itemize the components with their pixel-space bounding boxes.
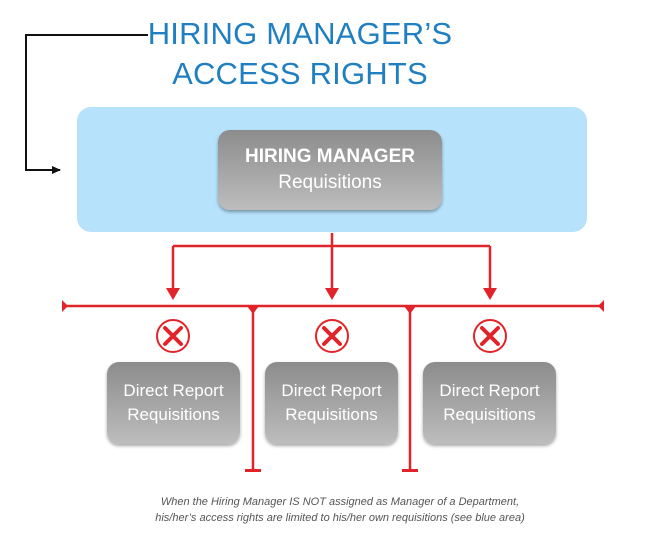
arrowhead-middle bbox=[325, 288, 339, 300]
direct-report-1-line1: Direct Report bbox=[123, 381, 224, 400]
direct-report-3-line2: Requisitions bbox=[443, 405, 536, 424]
direct-report-box-2: Direct Report Requisitions bbox=[265, 362, 398, 444]
hiring-manager-requisitions-box: HIRING MANAGER Requisitions bbox=[218, 130, 442, 210]
hiring-manager-label: HIRING MANAGER bbox=[245, 146, 415, 167]
title-line-2: ACCESS RIGHTS bbox=[172, 56, 428, 91]
caption-line-2: his/her’s access rights are limited to h… bbox=[155, 512, 525, 524]
deny-icon-middle bbox=[315, 319, 349, 353]
drop-right-end bbox=[402, 469, 418, 472]
direct-report-1-line2: Requisitions bbox=[127, 405, 220, 424]
caption-line-1: When the Hiring Manager IS NOT assigned … bbox=[160, 496, 520, 508]
arrowhead-left bbox=[166, 288, 180, 300]
title-to-area-arrow bbox=[25, 34, 148, 174]
drop-left-end bbox=[245, 469, 261, 472]
hiring-manager-sublabel: Requisitions bbox=[278, 172, 382, 193]
bar-end-left bbox=[62, 300, 68, 312]
diagram-caption: When the Hiring Manager IS NOT assigned … bbox=[60, 494, 620, 526]
diagram-title: HIRING MANAGER’S ACCESS RIGHTS bbox=[100, 14, 500, 94]
drop-left-top bbox=[247, 306, 259, 314]
drop-right-top bbox=[404, 306, 416, 314]
title-line-1: HIRING MANAGER’S bbox=[147, 16, 453, 51]
bar-end-right bbox=[598, 300, 604, 312]
direct-report-box-3: Direct Report Requisitions bbox=[423, 362, 556, 444]
deny-icon-left bbox=[156, 319, 190, 353]
direct-report-box-1: Direct Report Requisitions bbox=[107, 362, 240, 444]
direct-report-2-line2: Requisitions bbox=[285, 405, 378, 424]
arrowhead-right bbox=[483, 288, 497, 300]
direct-report-3-line1: Direct Report bbox=[439, 381, 540, 400]
direct-report-2-line1: Direct Report bbox=[281, 381, 382, 400]
deny-icon-right bbox=[473, 319, 507, 353]
